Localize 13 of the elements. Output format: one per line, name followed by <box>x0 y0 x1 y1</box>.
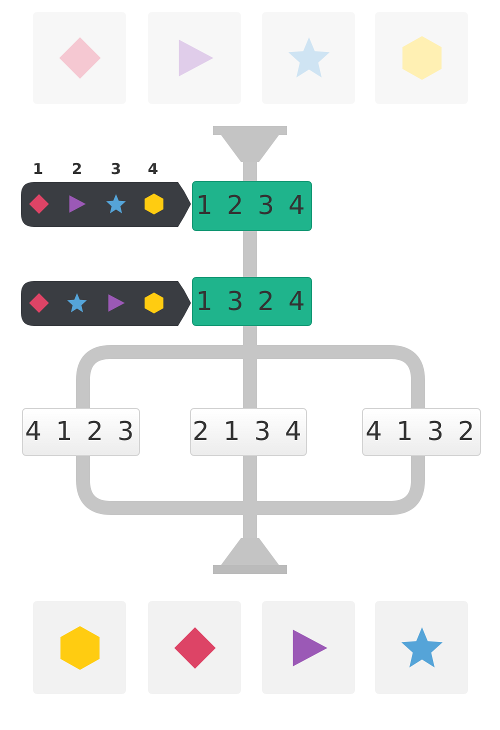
pipe <box>243 162 257 181</box>
order-display: 1 3 2 4 <box>192 277 312 326</box>
order-option: 4 1 2 3 <box>22 408 140 456</box>
order-option: 2 1 3 4 <box>190 408 307 456</box>
pipe <box>243 231 257 277</box>
order-option: 4 1 3 2 <box>362 408 481 456</box>
position-number: 3 <box>110 160 122 178</box>
position-number: 4 <box>146 160 160 178</box>
funnel-drawing <box>213 538 287 574</box>
position-number: 1 <box>32 160 44 178</box>
order-display: 1 2 3 4 <box>192 181 312 231</box>
position-number: 2 <box>70 160 84 178</box>
funnel-drawing <box>213 126 287 162</box>
